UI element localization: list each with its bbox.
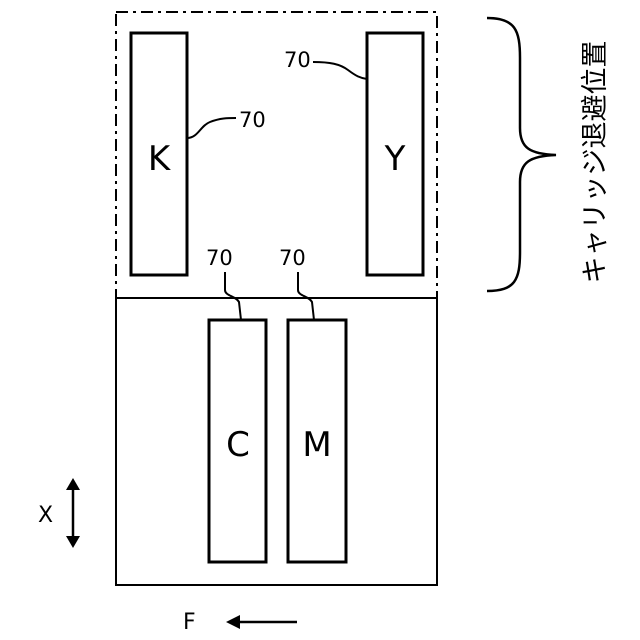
ref-number-y: 70 <box>284 48 311 72</box>
head-m-letter: M <box>302 425 331 465</box>
x-axis-double-arrow-icon <box>66 478 80 548</box>
head-k: K <box>131 33 187 275</box>
head-c: C <box>209 320 266 562</box>
head-y: Y <box>367 33 423 275</box>
carriage-retreat-label: キャリッジ退避位置 <box>580 41 611 284</box>
leader-line-c <box>225 272 241 320</box>
f-direction-arrow-icon <box>226 615 297 629</box>
head-y-letter: Y <box>384 139 406 179</box>
head-m: M <box>288 320 346 562</box>
print-area <box>116 298 437 585</box>
ref-number-c: 70 <box>206 246 233 270</box>
ref-number-m: 70 <box>279 246 306 270</box>
head-c-letter: C <box>226 425 250 465</box>
axis-x-label: X <box>38 503 53 528</box>
leader-line-y <box>313 62 367 79</box>
leader-line-m <box>298 272 314 320</box>
axis-f-label: F <box>183 610 196 635</box>
leader-line-k <box>187 118 236 138</box>
head-k-letter: K <box>148 139 172 179</box>
curly-brace <box>487 18 556 291</box>
ref-number-k: 70 <box>239 108 266 132</box>
